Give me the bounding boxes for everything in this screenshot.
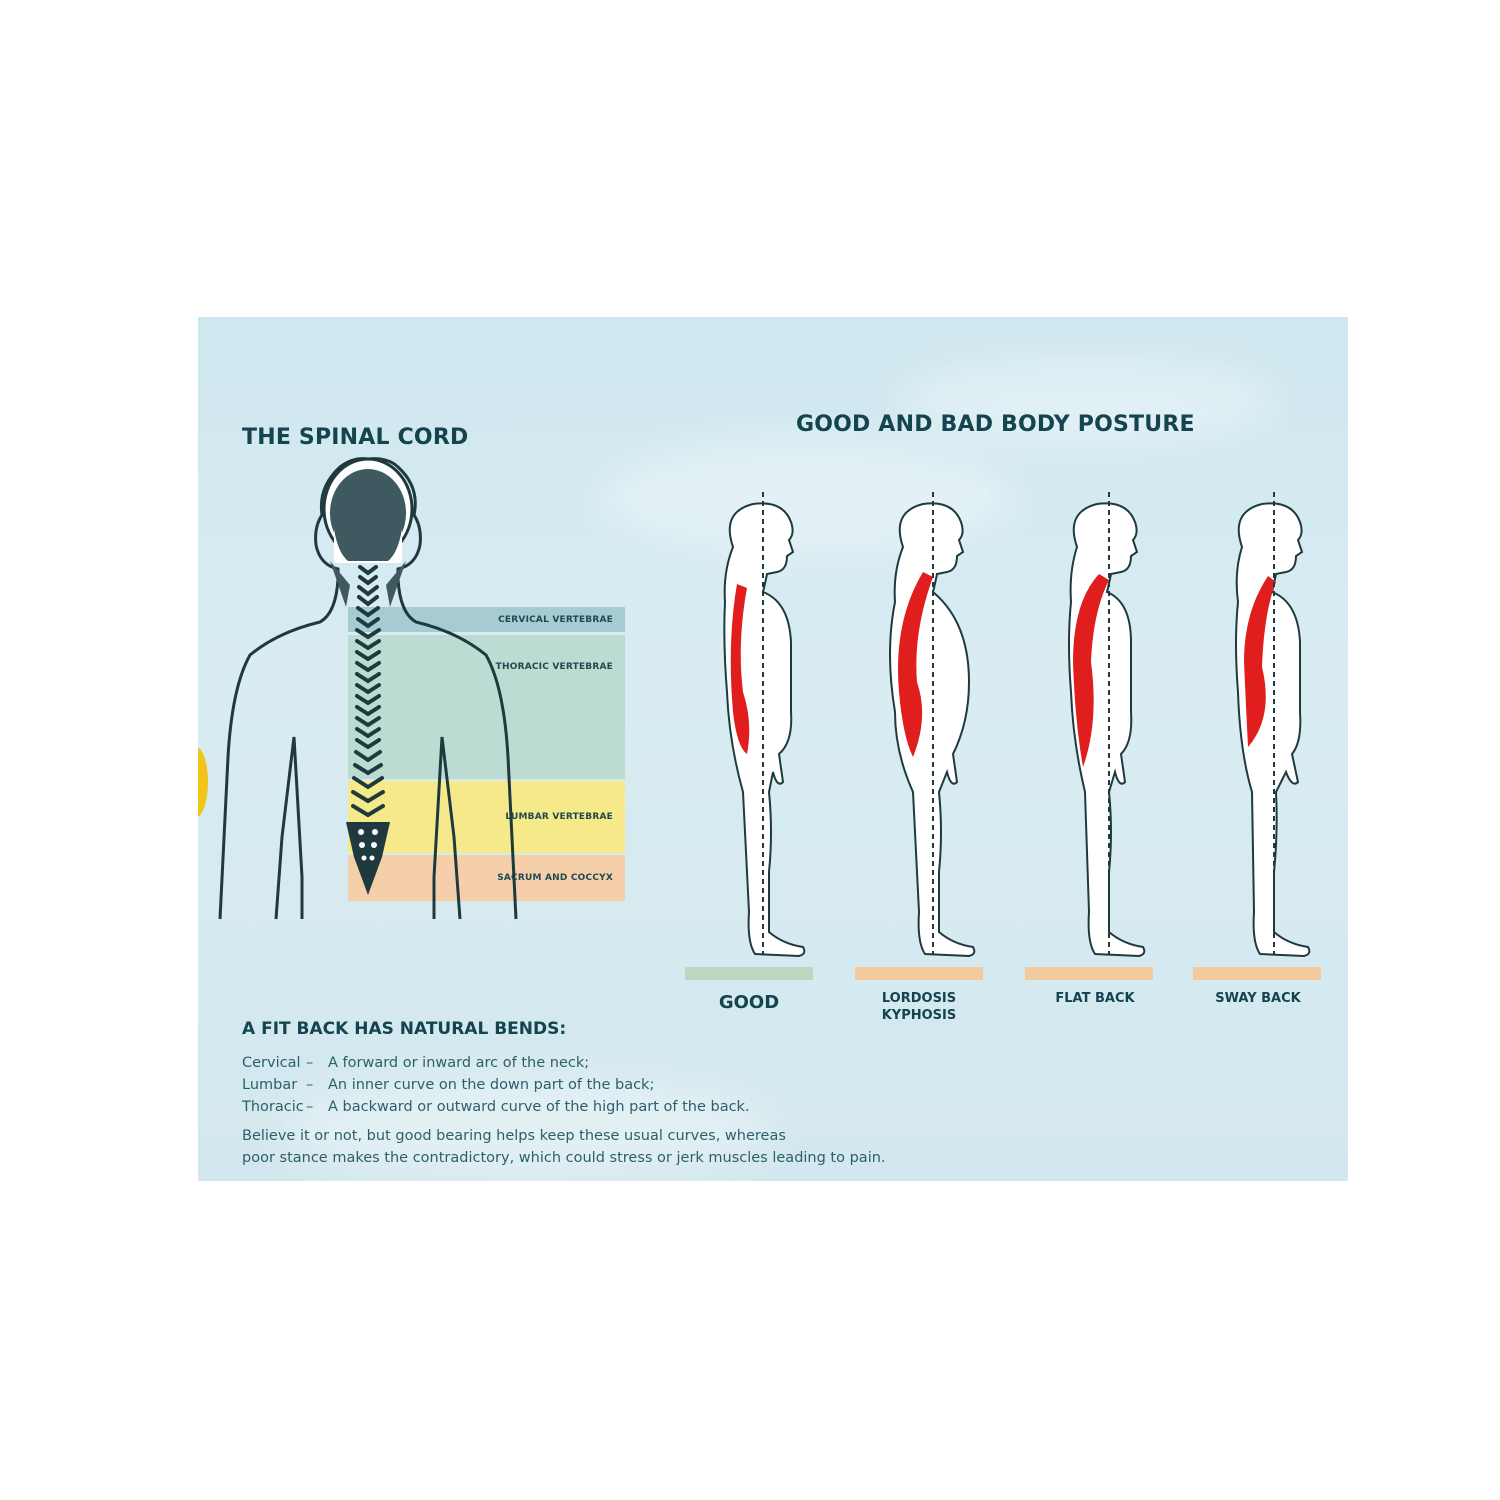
- band-cervical-vertebrae: CERVICAL VERTEBRAE: [348, 607, 625, 632]
- floor-flat-back: [1025, 967, 1153, 980]
- label-lordosis: LORDOSIS: [881, 991, 957, 1006]
- label-good: GOOD: [718, 992, 780, 1013]
- decorative-yellow-shape: [198, 747, 208, 817]
- posture-figure-good: [723, 492, 806, 958]
- infographic-panel: THE SPINAL CORD CERVICAL VERTEBRAE THORA…: [198, 317, 1348, 1181]
- band-sacrum-coccyx: SACRUM AND COCCYX: [348, 855, 625, 901]
- bend-dash: –: [306, 1099, 314, 1115]
- bend-dash: –: [306, 1077, 314, 1093]
- bend-row-thoracic: Thoracic – A backward or outward curve o…: [242, 1099, 750, 1115]
- bend-row-cervical: Cervical – A forward or inward arc of th…: [242, 1055, 589, 1071]
- bend-term: Thoracic: [242, 1099, 304, 1115]
- floor-lordosis-kyphosis: [855, 967, 983, 980]
- background-cloud: [898, 357, 1278, 447]
- bend-term: Cervical: [242, 1055, 301, 1071]
- label-lordosis-kyphosis: LORDOSIS KYPHOSIS: [855, 990, 983, 1024]
- floor-sway-back: [1193, 967, 1321, 980]
- bend-description: A forward or inward arc of the neck;: [328, 1055, 590, 1071]
- posture-figure-sway-back: [1235, 492, 1311, 958]
- posture-figure-lordosis-kyphosis: [889, 492, 976, 958]
- note-line-2: poor stance makes the contradictory, whi…: [242, 1150, 886, 1166]
- label-kyphosis: KYPHOSIS: [881, 1008, 957, 1023]
- posture-figure-flat-back: [1068, 492, 1146, 958]
- posture-title: GOOD AND BAD BODY POSTURE: [796, 412, 1195, 437]
- band-lumbar-vertebrae: LUMBAR VERTEBRAE: [348, 781, 625, 853]
- bend-description: An inner curve on the down part of the b…: [328, 1077, 655, 1093]
- natural-bends-heading: A FIT BACK HAS NATURAL BENDS:: [242, 1019, 567, 1039]
- background-cloud: [278, 1077, 778, 1177]
- spinal-cord-title: THE SPINAL CORD: [242, 425, 469, 450]
- floor-good: [685, 967, 813, 980]
- label-flat-back: FLAT BACK: [1055, 991, 1135, 1006]
- bend-dash: –: [306, 1055, 314, 1071]
- bend-row-lumbar: Lumbar – An inner curve on the down part…: [242, 1077, 654, 1093]
- label-sway-back: SWAY BACK: [1215, 991, 1301, 1006]
- note-line-1: Believe it or not, but good bearing help…: [242, 1128, 786, 1144]
- bend-term: Lumbar: [242, 1077, 298, 1093]
- human-back-spine-illustration: [218, 457, 518, 920]
- bend-description: A backward or outward curve of the high …: [328, 1099, 750, 1115]
